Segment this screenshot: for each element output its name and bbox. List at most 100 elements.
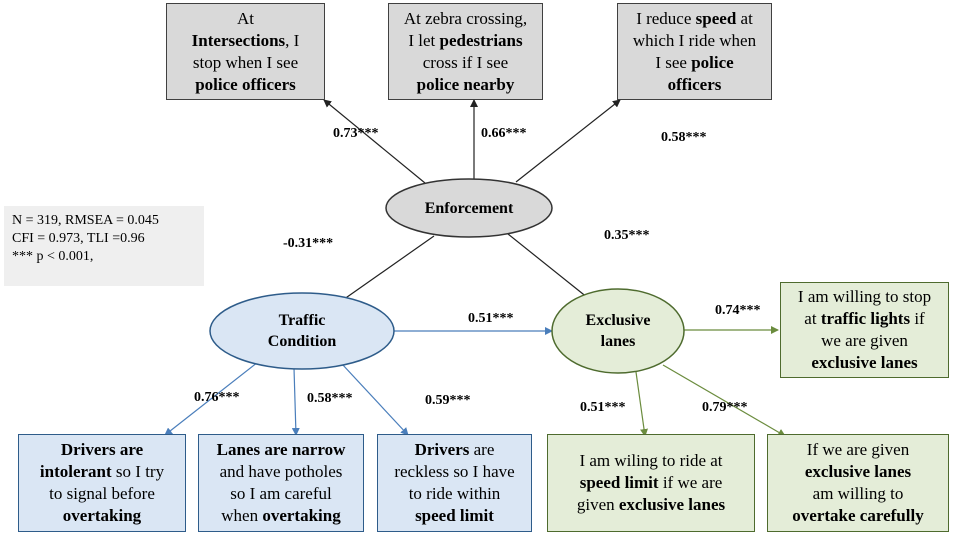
enf3-line-4: officers xyxy=(667,74,722,94)
enf1-line-4: police officers xyxy=(195,74,296,94)
el3-line-2: exclusive lanes xyxy=(804,462,912,481)
enf3-text-1c: at xyxy=(736,8,753,28)
tc1-line-2: intolerant so I try xyxy=(40,461,164,483)
coef-traffic-exclusive: 0.51*** xyxy=(468,311,514,326)
el1-bold-2: traffic lights xyxy=(820,309,911,328)
tc1-bold-2: intolerant xyxy=(39,462,112,481)
path-tc-tc3 xyxy=(341,363,409,436)
el2-line-3: given exclusive lanes xyxy=(577,494,725,516)
el3-line-4: overtake carefully xyxy=(792,506,924,525)
path-tc-tc2 xyxy=(291,367,300,436)
el2-text-3: given xyxy=(576,495,619,514)
el1-line-2: at traffic lights if xyxy=(804,308,924,330)
exclusive-lanes-node: Exclusive lanes xyxy=(552,308,684,354)
enf1-line-3: stop when I see xyxy=(192,52,299,72)
enf2-line-2: I let pedestrians xyxy=(408,30,522,52)
exclusive-item-2: I am wiling to ride at speed limit if we… xyxy=(547,434,755,532)
el2-line-1: I am wiling to ride at xyxy=(579,451,723,470)
el2-line-2: speed limit if we are xyxy=(580,472,723,494)
fit-line-2: CFI = 0.973, TLI =0.96 xyxy=(12,231,145,246)
enforcement-item-3: I reduce speed at which I ride when I se… xyxy=(617,3,772,100)
enf3-bold-3: police xyxy=(691,52,734,72)
coef-tc2: 0.58*** xyxy=(307,391,353,406)
path-enf-traffic xyxy=(339,235,435,303)
el1-line-4: exclusive lanes xyxy=(811,353,918,372)
path-tc-tc1 xyxy=(164,361,259,436)
enf2-line-1: At zebra crossing, xyxy=(403,8,528,28)
tc3-line-1: Drivers are xyxy=(415,439,495,461)
coef-el2: 0.51*** xyxy=(580,400,626,415)
el1-line-1: I am willing to stop xyxy=(797,287,932,306)
coef-enf1: 0.73*** xyxy=(333,126,379,141)
enf3-text-3a: I see xyxy=(655,52,692,72)
exclusive-item-3: If we are given exclusive lanes am willi… xyxy=(767,434,949,532)
tc1-line-4: overtaking xyxy=(62,506,142,525)
tc2-line-1: Lanes are narrow xyxy=(216,440,346,459)
model-fit-box: N = 319, RMSEA = 0.045 CFI = 0.973, TLI … xyxy=(4,206,204,286)
tc3-text-1: are xyxy=(469,440,495,459)
coef-el3: 0.79*** xyxy=(702,400,748,415)
tc2-text-4: when xyxy=(221,506,263,525)
traffic-label-2: Condition xyxy=(267,333,337,350)
tc2-bold-4: overtaking xyxy=(262,506,341,525)
enf3-line-2: which I ride when xyxy=(632,30,757,50)
exclusive-label-1: Exclusive xyxy=(585,312,651,329)
enf3-line-1: I reduce speed at xyxy=(636,8,753,30)
el2-text-2: if we are xyxy=(658,473,723,492)
path-enf-enf3 xyxy=(515,99,621,183)
coef-el1: 0.74*** xyxy=(715,303,761,318)
exclusive-item-1: I am willing to stop at traffic lights i… xyxy=(780,282,949,378)
path-enf-enf1 xyxy=(323,99,426,184)
enf2-bold-2: pedestrians xyxy=(439,30,523,50)
traffic-condition-ellipse xyxy=(209,292,395,370)
enforcement-node: Enforcement xyxy=(386,196,552,220)
exclusive-label-2: lanes xyxy=(600,333,636,350)
enf2-text-2: I let xyxy=(408,30,440,50)
enf1-line-1: At xyxy=(237,8,254,28)
el1-text-2c: if xyxy=(910,309,925,328)
tc2-line-4: when overtaking xyxy=(221,505,340,527)
coef-tc3: 0.59*** xyxy=(425,393,471,408)
traffic-item-1: Drivers are intolerant so I try to signa… xyxy=(18,434,186,532)
el3-line-3: am willing to xyxy=(812,484,904,503)
enforcement-label: Enforcement xyxy=(424,199,514,217)
tc3-line-3: to ride within xyxy=(408,484,501,503)
coef-traffic-enforcement: -0.31*** xyxy=(283,236,334,251)
el1-text-2a: at xyxy=(804,309,821,328)
tc2-line-3: so I am careful xyxy=(230,484,332,503)
enf3-bold-1: speed xyxy=(695,8,737,28)
exclusive-lanes-ellipse xyxy=(551,288,685,374)
el2-bold-3: exclusive lanes xyxy=(618,495,726,514)
enforcement-ellipse xyxy=(385,178,553,238)
el1-line-3: we are given xyxy=(821,331,908,350)
traffic-label-1: Traffic xyxy=(278,312,326,329)
coef-tc1: 0.76*** xyxy=(194,390,240,405)
tc3-line-2: reckless so I have xyxy=(394,462,515,481)
enf2-line-3: cross if I see xyxy=(422,52,509,72)
traffic-item-3: Drivers are reckless so I have to ride w… xyxy=(377,434,532,532)
traffic-item-2: Lanes are narrow and have potholes so I … xyxy=(198,434,364,532)
coef-enf2: 0.66*** xyxy=(481,126,527,141)
path-el-el3 xyxy=(662,364,786,437)
fit-line-3: *** p < 0.001, xyxy=(12,249,94,264)
el2-bold-2: speed limit xyxy=(579,473,659,492)
coef-enf3: 0.58*** xyxy=(661,130,707,145)
tc1-text-2: so I try xyxy=(111,462,165,481)
enf2-line-4: police nearby xyxy=(416,74,515,94)
tc3-bold-1: Drivers xyxy=(414,440,470,459)
tc1-line-3: to signal before xyxy=(49,484,155,503)
tc2-line-2: and have potholes xyxy=(219,462,343,481)
path-el-el2 xyxy=(635,371,648,437)
enforcement-item-2: At zebra crossing, I let pedestrians cro… xyxy=(388,3,543,100)
el3-line-1: If we are given xyxy=(806,440,910,459)
enf3-text-1a: I reduce xyxy=(636,8,696,28)
enf1-bold-1: Intersections xyxy=(191,30,286,50)
coef-enforcement-exclusive: 0.35*** xyxy=(604,228,650,243)
enf3-line-3: I see police xyxy=(655,52,733,74)
tc1-line-1: Drivers are xyxy=(60,440,144,459)
path-enf-exclusive xyxy=(507,233,589,299)
enforcement-item-1: At Intersections, I stop when I see poli… xyxy=(166,3,325,100)
enf1-text-2: , I xyxy=(285,30,300,50)
fit-line-1: N = 319, RMSEA = 0.045 xyxy=(12,213,159,228)
